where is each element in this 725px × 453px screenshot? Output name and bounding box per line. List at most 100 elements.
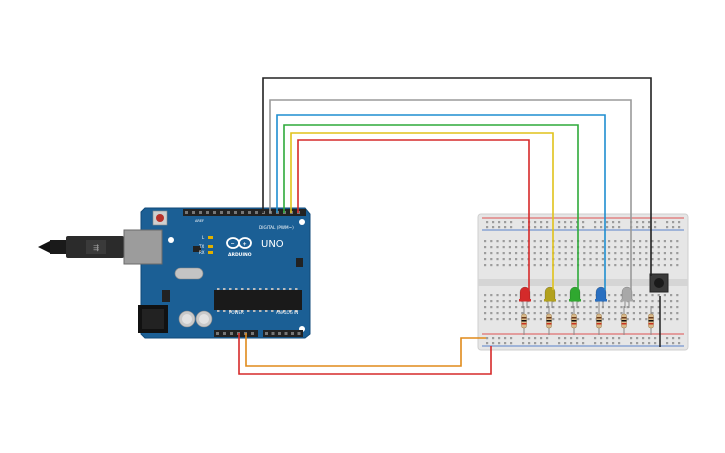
rail-hole — [498, 342, 501, 345]
rail-hole — [540, 221, 543, 224]
breadboard-hole — [496, 264, 499, 267]
breadboard-hole — [570, 312, 573, 315]
wire-d10-blue — [276, 114, 606, 290]
breadboard-hole — [651, 240, 654, 243]
rail-hole — [606, 342, 609, 345]
wire-gnd-red — [238, 333, 492, 375]
breadboard-hole — [484, 240, 487, 243]
breadboard-hole — [570, 264, 573, 267]
breadboard-hole — [676, 306, 679, 309]
breadboard-hole — [583, 306, 586, 309]
breadboard-hole — [564, 252, 567, 255]
breadboard-hole — [614, 240, 617, 243]
breadboard-hole — [496, 300, 499, 303]
breadboard-hole — [589, 312, 592, 315]
svg-text:+: + — [243, 242, 247, 248]
breadboard-hole — [539, 240, 542, 243]
rail-hole — [546, 337, 549, 340]
breadboard-hole — [570, 240, 573, 243]
rail-hole — [534, 342, 537, 345]
digital-label: DIGITAL (PWM~) — [259, 225, 294, 230]
breadboard-hole — [533, 312, 536, 315]
breadboard-hole — [583, 300, 586, 303]
breadboard-hole — [608, 258, 611, 261]
breadboard-hole — [670, 312, 673, 315]
resistor — [596, 306, 602, 335]
breadboard-hole — [663, 300, 666, 303]
resistor — [521, 306, 527, 335]
breadboard-hole — [564, 240, 567, 243]
rail-hole — [648, 342, 651, 345]
breadboard-hole — [632, 300, 635, 303]
breadboard-hole — [496, 318, 499, 321]
rail-hole — [486, 337, 489, 340]
breadboard-hole — [515, 240, 518, 243]
breadboard-hole — [521, 306, 524, 309]
breadboard-hole — [558, 240, 561, 243]
breadboard-hole — [657, 312, 660, 315]
breadboard-hole — [564, 294, 567, 297]
rail-hole — [636, 337, 639, 340]
breadboard-hole — [508, 300, 511, 303]
header-pin — [185, 211, 188, 214]
breadboard-hole — [558, 264, 561, 267]
rail-hole — [576, 337, 579, 340]
breadboard-hole — [583, 246, 586, 249]
rail-hole — [570, 226, 573, 229]
breadboard-hole — [533, 258, 536, 261]
breadboard-hole — [577, 306, 580, 309]
breadboard-hole — [670, 294, 673, 297]
breadboard-hole — [614, 264, 617, 267]
rail-hole — [582, 337, 585, 340]
breadboard-hole — [676, 312, 679, 315]
breadboard-hole — [589, 300, 592, 303]
rail-hole — [504, 337, 507, 340]
breadboard-hole — [570, 246, 573, 249]
reset-button — [152, 210, 168, 226]
breadboard-hole — [490, 252, 493, 255]
breadboard-hole — [564, 246, 567, 249]
header-pin — [291, 332, 294, 335]
wire-d8-yellow — [290, 132, 554, 290]
breadboard-hole — [620, 294, 623, 297]
header-pin — [216, 332, 219, 335]
breadboard-hole — [620, 258, 623, 261]
breadboard-hole — [533, 246, 536, 249]
breadboard-hole — [533, 306, 536, 309]
breadboard-hole — [546, 306, 549, 309]
breadboard-hole — [515, 264, 518, 267]
breadboard-hole — [651, 258, 654, 261]
rail-hole — [672, 221, 675, 224]
breadboard-hole — [521, 312, 524, 315]
breadboard-hole — [657, 294, 660, 297]
breadboard-hole — [645, 312, 648, 315]
breadboard-hole — [670, 246, 673, 249]
rail-hole — [606, 221, 609, 224]
breadboard-hole — [484, 252, 487, 255]
header-pin — [241, 211, 244, 214]
breadboard-hole — [670, 252, 673, 255]
breadboard-hole — [601, 258, 604, 261]
breadboard-hole — [657, 246, 660, 249]
breadboard-hole — [645, 306, 648, 309]
rail-hole — [606, 337, 609, 340]
rail-hole — [678, 221, 681, 224]
breadboard-hole — [508, 252, 511, 255]
header-pin — [271, 332, 275, 335]
crystal-oscillator — [174, 267, 204, 280]
power-label: POWER — [229, 310, 244, 315]
breadboard-hole — [496, 312, 499, 315]
rail-hole — [618, 221, 621, 224]
resistor — [621, 306, 627, 335]
breadboard-hole — [608, 294, 611, 297]
breadboard-hole — [620, 246, 623, 249]
breadboard-hole — [508, 258, 511, 261]
rail-hole — [600, 221, 603, 224]
rail-hole — [576, 221, 579, 224]
breadboard-hole — [670, 306, 673, 309]
rail-hole — [672, 342, 675, 345]
rail-hole — [564, 226, 567, 229]
breadboard-hole — [484, 312, 487, 315]
breadboard-hole — [601, 246, 604, 249]
breadboard-hole — [539, 300, 542, 303]
